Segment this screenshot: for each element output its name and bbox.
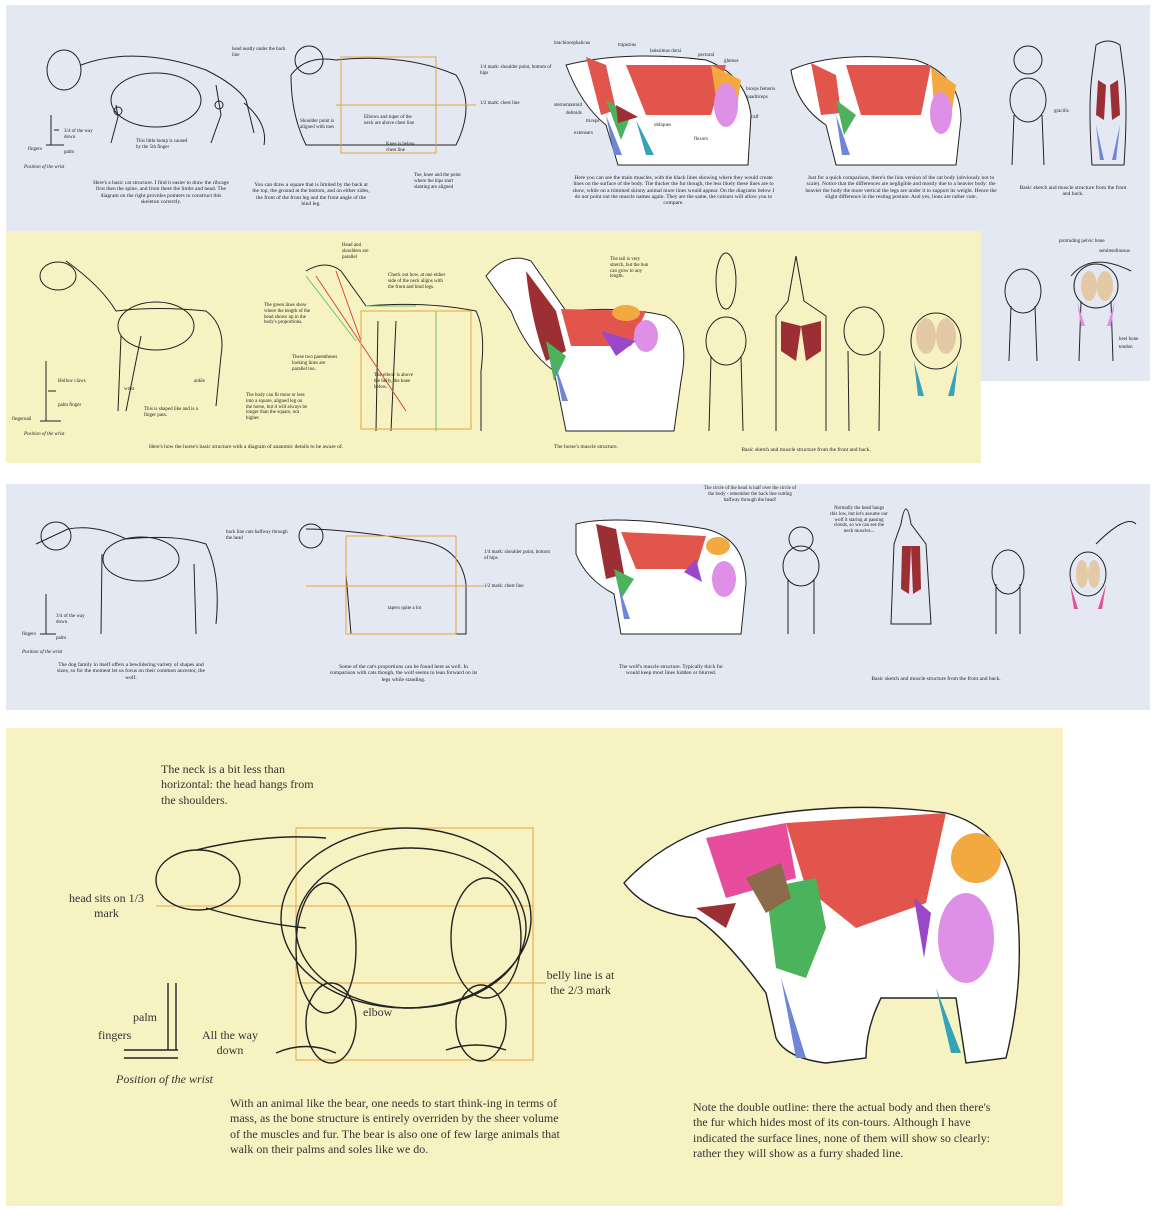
horse-caption-muscles: The horse's muscle structure. xyxy=(536,444,636,450)
cat-muscle-diagram xyxy=(566,56,751,165)
horse-label-head-shoulder: Head and shoulders are parallel xyxy=(342,243,380,260)
bear-muscle-diagram xyxy=(624,807,1019,1063)
cat-muscle-label-12: extensors xyxy=(574,131,593,137)
wolf-anatomy-panel: back line cuts halfway through the head … xyxy=(6,484,1150,710)
horse-caption-structure: Here's how the horse's basic structure w… xyxy=(116,444,376,450)
cat-caption-compare: Just for a quick comparison, there's the… xyxy=(801,175,1001,200)
cat-label-shoulder-point: Shoulder point is aligned with toes xyxy=(300,119,336,131)
horse-drawings xyxy=(6,231,981,463)
horse-label-ankle: ankle xyxy=(194,379,205,385)
cat-muscle-label-14: flexors xyxy=(694,137,708,143)
cat-caption-square: You can draw a square that is limited by… xyxy=(251,182,371,207)
wolf-label-half-chest: 1/2 mark: chest line xyxy=(484,584,550,590)
wolf-label-palm: palm xyxy=(56,636,66,642)
horse-label-wrist: wrist xyxy=(124,387,134,393)
bear-guide-box xyxy=(156,828,546,1060)
cat-muscle-label-3: latissimus dorsi xyxy=(650,49,681,55)
cat-caption-structure: Here's a basic cat structure. I find it … xyxy=(91,180,231,205)
horse-label-check-lines: Check out how, at one either side of the… xyxy=(388,273,448,290)
cat-label-palm: palm xyxy=(64,150,74,156)
bear-label-neck-note: The neck is a bit less than horizontal: … xyxy=(161,762,321,808)
lion-muscle-diagram xyxy=(791,57,961,165)
horse-muscle-diagram xyxy=(486,258,684,431)
cat-muscle-label-11: triceps xyxy=(586,119,599,125)
wolf-muscle-diagram xyxy=(576,520,746,634)
cat-label-way-down: 3/4 of the way down xyxy=(64,129,104,141)
horse-caption-front-back: Basic sketch and muscle structure from t… xyxy=(706,447,906,453)
horse-label-finger-nail-note: This is shaped like and is a finger pass… xyxy=(144,407,206,419)
horse-label-wrist-position: Position of the wrist xyxy=(24,432,64,438)
cat-label-hump: This little hump is caused by the 5th fi… xyxy=(136,139,191,151)
bear-label-head-sits: head sits on 1/3 mark xyxy=(64,891,149,922)
bear-label-palm: palm xyxy=(133,1011,157,1025)
horse-label-parallel-lines: These two parentheses looking lines are … xyxy=(292,355,338,372)
horse-side-label-1: protruding pelvic bone xyxy=(1059,239,1105,245)
horse-side-label-4: tendon xyxy=(1119,345,1133,351)
cat-label-half-chest: 1/2 mark: chest line xyxy=(480,101,552,107)
bear-mass-sketch xyxy=(124,828,531,1063)
cat-muscle-label-15: gracilis xyxy=(1054,109,1069,115)
cat-muscle-label-6: biceps femoris xyxy=(746,87,775,93)
cat-head-circle xyxy=(47,50,81,90)
cat-label-head-under-back: head neatly under the back line xyxy=(232,47,294,59)
cat-muscle-label-7: quadriceps xyxy=(746,95,768,101)
bear-label-wrist-position: Position of the wrist xyxy=(116,1073,213,1087)
horse-label-square-body: The body can fit more or less into a squ… xyxy=(246,393,308,422)
cat-muscle-label-9: sternomastoid xyxy=(554,103,582,109)
cat-label-elbow-top: Elbows and tuper of the neck are above c… xyxy=(364,115,422,127)
cat-caption-muscles: Here you can see the main muscles, with … xyxy=(571,175,776,207)
horse-label-elbow-belly: The elbow is above the belly, the knee b… xyxy=(374,373,420,390)
wolf-label-head-hang: Normally the head hangs this low, but le… xyxy=(830,506,888,535)
cat-muscle-label-1: brachiocephalicus xyxy=(554,41,590,47)
cat-muscle-label-4: pectoral xyxy=(698,53,714,59)
cat-label-quarter-shoulder: 1/4 mark: shoulder point, bottom of hips xyxy=(480,65,552,77)
cat-front-back xyxy=(1010,41,1126,165)
bear-caption-right: Note the double outline: there the actua… xyxy=(693,1100,1003,1161)
wolf-label-tapers: tapers quite a lot xyxy=(388,606,421,612)
cat-muscle-label-8: calf xyxy=(751,115,759,121)
wolf-label-wrist-position: Position of the wrist xyxy=(22,650,62,656)
wolf-label-fingers: fingers xyxy=(22,632,36,638)
wolf-label-back-line: back line cuts halfway through the head xyxy=(226,530,290,542)
cat-label-wrist-position: Position of the wrist xyxy=(24,165,64,171)
horse-label-green-lines: The green lines show where the length of… xyxy=(264,303,314,326)
bear-label-way-down: All the way down xyxy=(200,1028,260,1059)
cat-caption-front-back: Basic sketch and muscle structure from t… xyxy=(1018,185,1128,198)
horse-rear-view-panel: protruding pelvic bone semitendinosus he… xyxy=(981,231,1150,381)
cat-muscle-label-2: trapezius xyxy=(618,43,636,49)
cat-ribcage xyxy=(111,73,201,127)
cat-label-fingers: fingers xyxy=(28,147,42,153)
bear-caption-left: With an animal like the bear, one needs … xyxy=(230,1096,570,1157)
cat-label-knee-heel: Knee is below chest line xyxy=(386,142,426,154)
wolf-label-quarter-shoulder: 1/4 mark: shoulder point, bottom of hips xyxy=(484,550,550,562)
wolf-label-head-circle: The circle of the head is half over the … xyxy=(702,486,798,503)
horse-label-hollow: Hollow claws xyxy=(58,379,86,385)
wolf-caption-cat-compare: Some of the cat's proportions can be fou… xyxy=(326,664,481,683)
wolf-label-way-down: 3/4 of the way down xyxy=(56,614,86,626)
bear-anatomy-panel: The neck is a bit less than horizontal: … xyxy=(6,728,1063,1206)
cat-anatomy-panel: head neatly under the back line 1/4 mark… xyxy=(6,5,1150,231)
wolf-caption-front-back: Basic sketch and muscle structure from t… xyxy=(836,676,1036,682)
bear-label-fingers: fingers xyxy=(98,1029,131,1043)
bear-label-belly-line: belly line is at the 2/3 mark xyxy=(538,968,623,999)
cat-label-toe-knee: Toe, knee and the point where the hips s… xyxy=(414,173,466,190)
cat-muscle-label-5: gluteus xyxy=(724,59,738,65)
bear-label-elbow: elbow xyxy=(363,1006,392,1020)
wolf-caption-dog: The dog family in itself offers a bewild… xyxy=(56,662,206,681)
horse-label-fingernail: fingernail xyxy=(12,417,31,423)
wolf-caption-muscles: The wolf's muscle structure. Typically t… xyxy=(616,664,726,677)
horse-side-label-3: heel bone xyxy=(1119,337,1138,343)
horse-side-label-2: semitendinosus xyxy=(1099,249,1130,255)
cat-guide-square xyxy=(336,57,476,153)
horse-label-tail-note: The tail is very stretch, but the bun ca… xyxy=(610,257,652,280)
horse-anatomy-panel: Head and shoulders are parallel Check ou… xyxy=(6,231,981,463)
cat-muscle-label-13: obliques xyxy=(654,123,671,129)
horse-label-palm-finger: palm finger xyxy=(58,403,84,409)
cat-muscle-label-10: deltoids xyxy=(566,111,582,117)
